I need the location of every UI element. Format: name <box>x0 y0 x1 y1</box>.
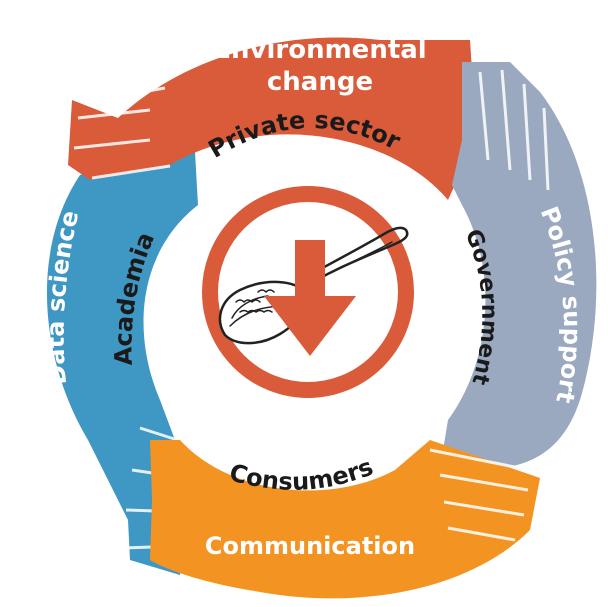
band-policy-support <box>440 62 597 470</box>
band-bottom-shape <box>150 440 540 599</box>
band-bottom-fingers <box>429 448 529 542</box>
label-environmental-change-line1: Environmental <box>213 35 426 65</box>
band-right-fingers <box>478 69 550 191</box>
band-communication <box>150 440 540 599</box>
label-environmental-change-line2: change <box>267 67 373 97</box>
center-emblem <box>202 186 414 398</box>
down-arrow-icon <box>264 240 356 356</box>
band-top-fingers <box>73 86 171 180</box>
band-environmental-change <box>68 37 474 200</box>
label-communication: Communication <box>205 532 415 560</box>
band-top-shape <box>68 37 474 200</box>
band-right-shape <box>440 62 597 470</box>
